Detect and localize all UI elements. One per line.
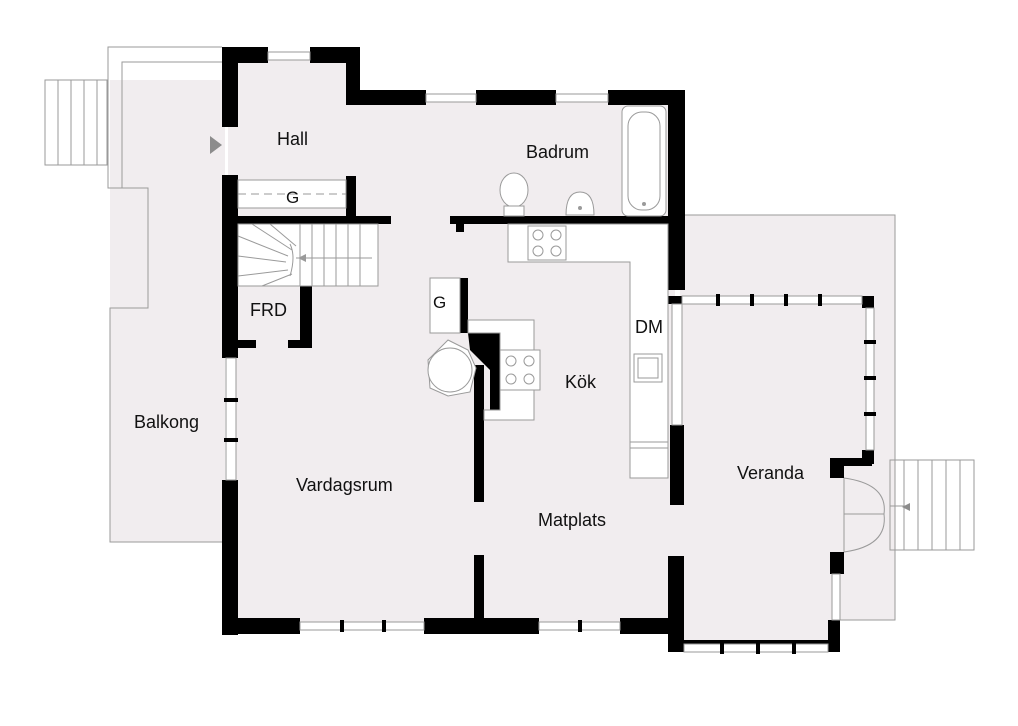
terrace-outline — [680, 214, 896, 621]
veranda-entry-arrow-icon — [902, 503, 910, 511]
hall-closet — [237, 179, 347, 209]
room-label-hall: Hall — [277, 129, 308, 149]
east-stairs — [889, 459, 975, 551]
veranda-door — [843, 477, 885, 553]
hob-icon — [499, 349, 541, 391]
kitchen-island — [467, 319, 541, 421]
kitchen-closet — [429, 277, 461, 334]
terrace-floor — [680, 215, 895, 620]
interior-staircase — [237, 223, 379, 287]
room-label-badrum: Badrum — [526, 142, 589, 162]
sink-icon — [565, 191, 595, 216]
room-label-vardagsrum: Vardagsrum — [296, 475, 393, 495]
windows — [224, 51, 876, 654]
balcony-outline — [107, 46, 222, 543]
balkong-floor — [110, 80, 225, 542]
room-label-kok: Kök — [565, 372, 597, 392]
corridor-floor — [353, 100, 483, 224]
west-stairs — [44, 79, 108, 166]
room-label-dm: DM — [635, 317, 663, 337]
fireplace-icon — [427, 339, 477, 397]
walls — [222, 47, 874, 652]
kitchen-closet-label: G — [433, 293, 446, 312]
room-label-frd: FRD — [250, 300, 287, 320]
kitchen-counters — [507, 223, 669, 479]
hall-closet-label: G — [286, 188, 299, 207]
room-labels: Hall Badrum FRD Balkong Vardagsrum Kök M… — [134, 129, 805, 530]
bathroom-fixtures — [499, 105, 667, 217]
room-label-balkong: Balkong — [134, 412, 199, 432]
toilet-icon — [499, 172, 529, 217]
room-label-matplats: Matplats — [538, 510, 606, 530]
entry-arrow-icon — [210, 136, 222, 154]
stove-icon — [527, 225, 567, 261]
room-label-veranda: Veranda — [737, 463, 805, 483]
